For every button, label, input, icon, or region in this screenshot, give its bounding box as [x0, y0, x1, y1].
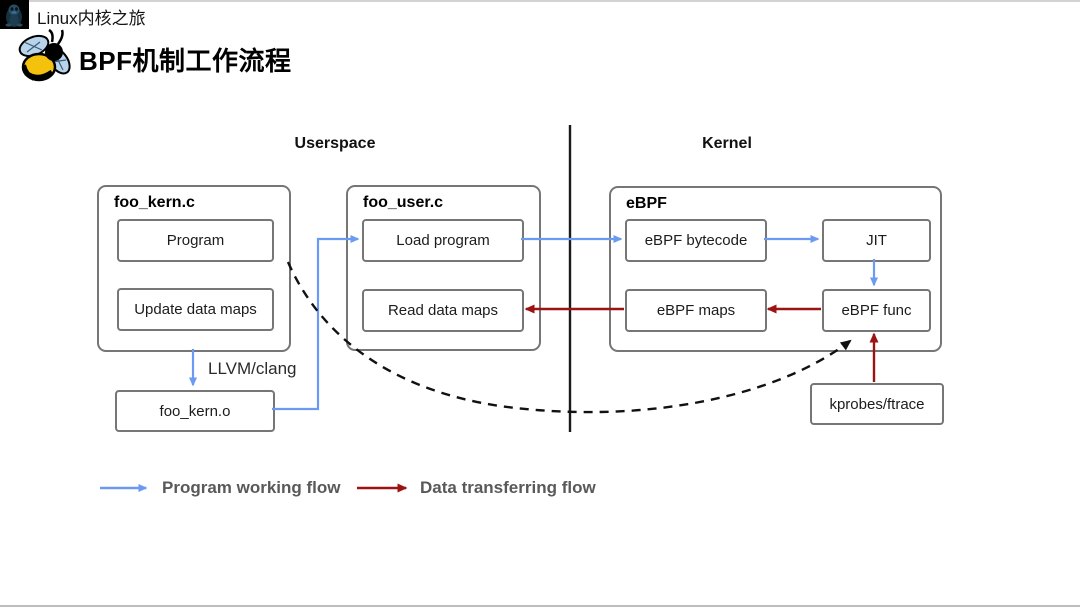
- foo-kern-c-title: foo_kern.c: [114, 194, 195, 211]
- ebpf-bee-icon: [12, 28, 78, 86]
- page-title: BPF机制工作流程: [79, 46, 292, 76]
- bottom-divider-line: [0, 605, 1080, 607]
- kprobes-ftrace-node: kprobes/ftrace: [810, 383, 944, 425]
- read-data-maps-node: Read data maps: [362, 289, 524, 332]
- kernel-label: Kernel: [702, 135, 752, 152]
- ebpf-bytecode-node: eBPF bytecode: [625, 219, 767, 262]
- foo-user-c-title: foo_user.c: [363, 194, 444, 211]
- program-node: Program: [117, 219, 274, 262]
- load-program-node: Load program: [362, 219, 524, 262]
- ebpf-maps-node: eBPF maps: [625, 289, 767, 332]
- legend-data-flow-label: Data transferring flow: [420, 478, 596, 497]
- ebpf-title: eBPF: [626, 195, 667, 212]
- jit-node: JIT: [822, 219, 931, 262]
- ebpf-func-node: eBPF func: [822, 289, 931, 332]
- foo-kern-o-node: foo_kern.o: [115, 390, 275, 432]
- brand-text: Linux内核之旅: [37, 9, 146, 28]
- userspace-label: Userspace: [294, 135, 376, 152]
- top-divider-line: [0, 0, 1080, 2]
- llvm-clang-label: LLVM/clang: [208, 359, 297, 378]
- legend-program-flow-label: Program working flow: [162, 478, 341, 497]
- tux-penguin-icon: [0, 0, 29, 29]
- update-data-maps-node: Update data maps: [117, 288, 274, 331]
